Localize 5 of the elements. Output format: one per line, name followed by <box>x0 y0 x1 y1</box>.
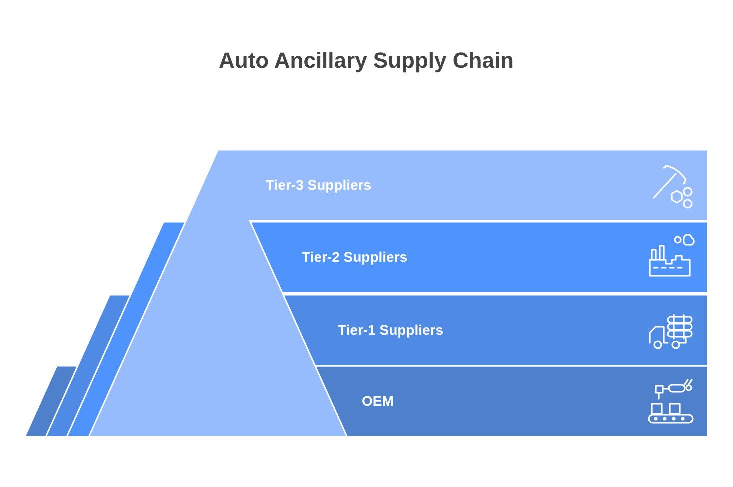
tier-label: Tier-1 Suppliers <box>338 322 444 338</box>
diagram-title: Auto Ancillary Supply Chain <box>218 48 515 74</box>
tier-label: Tier-3 Suppliers <box>266 177 372 193</box>
tier-label: OEM <box>362 393 394 409</box>
tier-label: Tier-2 Suppliers <box>302 249 408 265</box>
